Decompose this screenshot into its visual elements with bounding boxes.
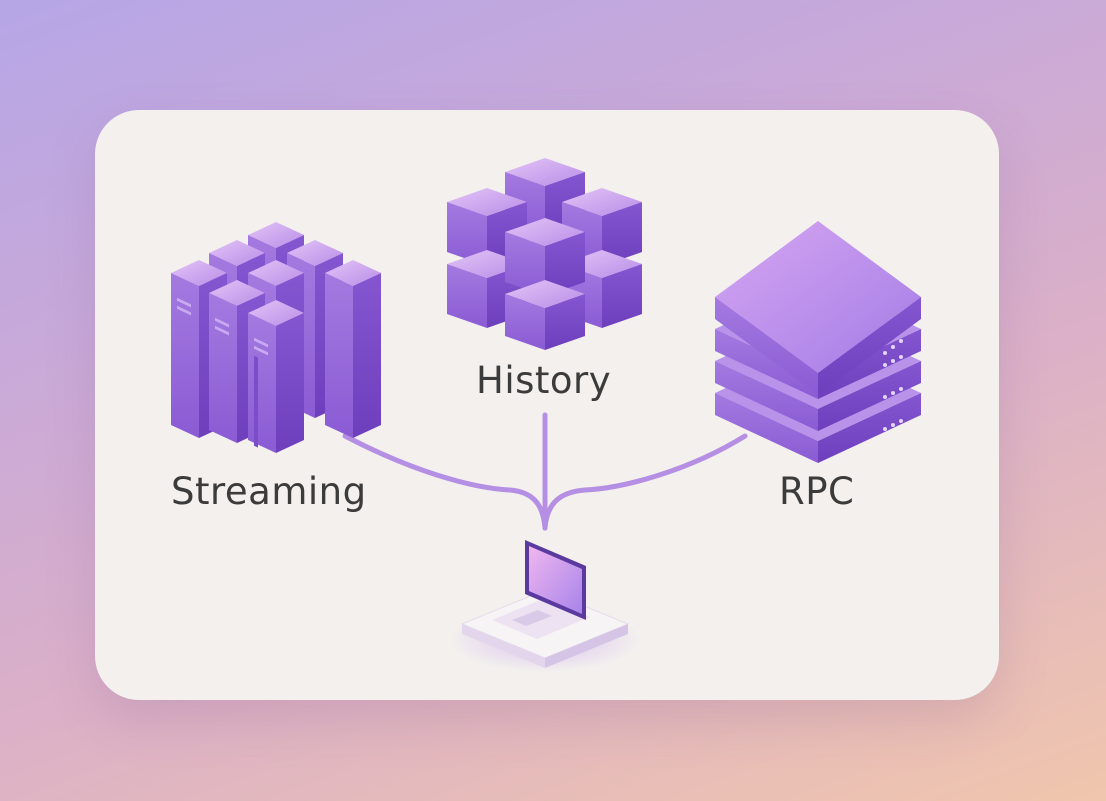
- connector-lines: [342, 412, 748, 531]
- cube-cluster-icon: [447, 158, 642, 350]
- rpc-label: RPC: [779, 470, 855, 513]
- edge-streaming-client: [342, 433, 548, 531]
- laptop-icon: [450, 540, 640, 672]
- server-stack-icon: [715, 221, 921, 463]
- server-racks-icon: [171, 222, 381, 453]
- edge-rpc-client: [542, 433, 748, 531]
- history-label: History: [476, 359, 612, 402]
- streaming-label: Streaming: [171, 470, 367, 513]
